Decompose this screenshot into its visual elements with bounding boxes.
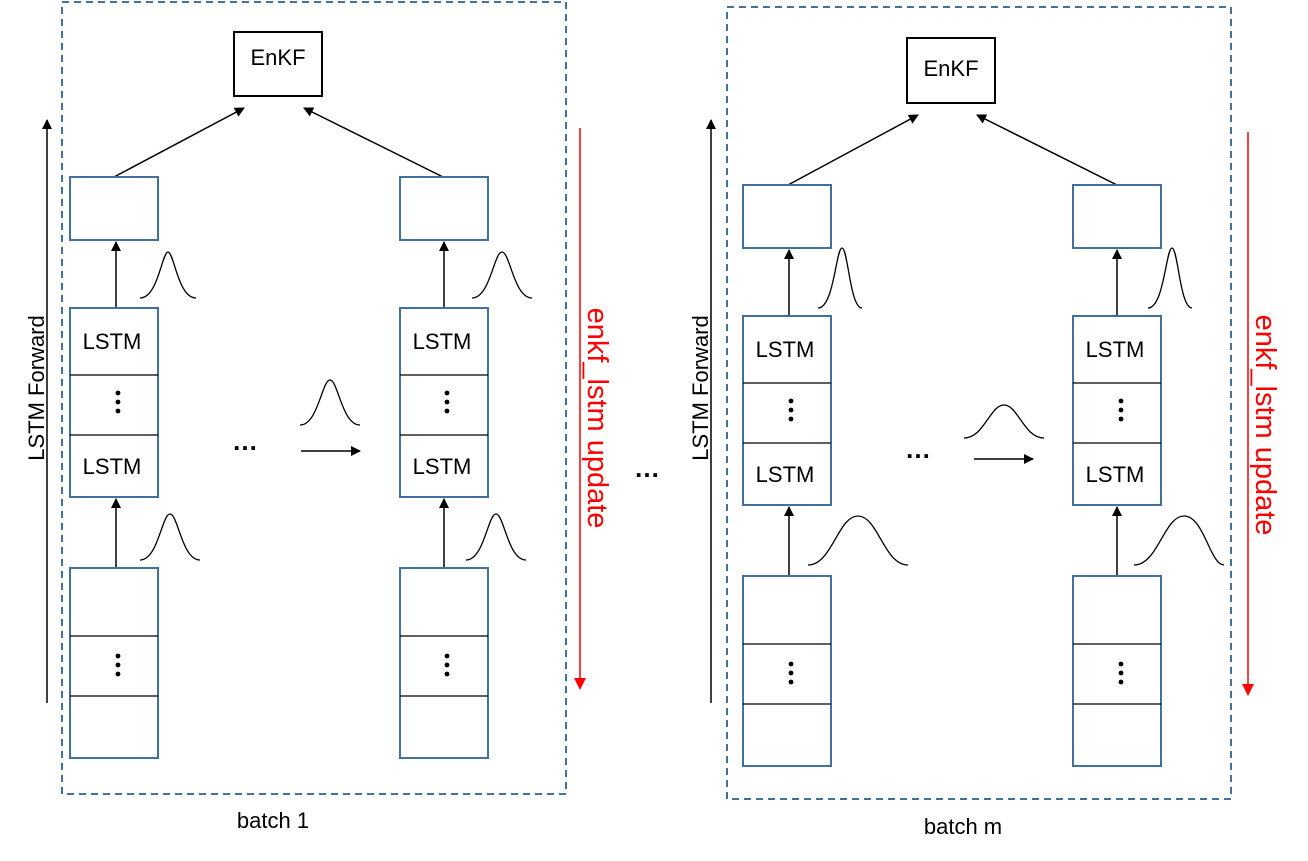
batch-1-panel: EnKF LSTM Forward enkf_lstm update LSTM … [24,1,613,833]
batch-1-right-column: LSTM LSTM [399,176,533,759]
gaussian-icon [1147,247,1193,309]
lstm-bottom-label: LSTM [413,454,472,479]
output-box [399,176,489,241]
batch-m-enkf-label: EnKF [923,56,978,81]
vertical-ellipsis-icon [115,390,121,414]
lstm-top-label: LSTM [413,329,472,354]
gaussian-icon [471,251,533,299]
output-box [69,176,159,241]
lstm-stack [399,307,489,498]
batch-1-enkf-label: EnKF [250,45,305,70]
input-stack [742,575,832,767]
batch-m-horizontal-ellipsis: … [905,434,931,464]
batch-m-arrow-to-enkf-left [787,114,919,186]
gaussian-icon [807,515,909,566]
gaussian-icon [817,247,863,309]
input-stack [399,567,489,759]
gaussian-icon [139,251,197,299]
batch-1-update-label: enkf_lstm update [581,308,613,529]
batch-m-forward-label: LSTM Forward [688,315,713,460]
batch-1-left-column: LSTM LSTM [69,176,201,759]
batch-m-panel: EnKF LSTM Forward enkf_lstm update LSTM … [688,6,1281,839]
batch-m-right-column: LSTM LSTM [1072,184,1225,767]
lstm-stack [1072,315,1162,506]
output-box [1072,184,1162,249]
gaussian-icon [299,379,361,426]
lstm-top-label: LSTM [1086,337,1145,362]
gaussian-icon [1133,515,1225,566]
gaussian-icon [465,513,527,561]
vertical-ellipsis-icon [1118,661,1124,685]
gaussian-icon [139,513,201,561]
lstm-stack [69,307,159,498]
batch-m-enkf-box [906,37,996,104]
batch-1-horizontal-ellipsis: … [232,426,258,456]
lstm-stack [742,315,832,506]
batch-m-left-column: LSTM LSTM [742,184,909,767]
output-box [742,184,832,249]
batch-m-update-label: enkf_lstm update [1249,315,1281,536]
vertical-ellipsis-icon [115,653,121,677]
batch-1-arrow-to-enkf-left [113,107,245,178]
batch-1-enkf-box [233,31,323,97]
input-stack [1072,575,1162,767]
batch-1-boundary [61,1,567,795]
batch-m-boundary [726,6,1232,800]
batch-1-caption: batch 1 [237,808,309,833]
between-batches-ellipsis: … [634,453,660,483]
vertical-ellipsis-icon [788,661,794,685]
lstm-top-label: LSTM [83,329,142,354]
gaussian-icon [963,404,1045,439]
batch-1-forward-label: LSTM Forward [24,315,49,460]
vertical-ellipsis-icon [1118,398,1124,422]
vertical-ellipsis-icon [788,398,794,422]
lstm-top-label: LSTM [756,337,815,362]
batch-1-arrow-to-enkf-right [303,107,444,178]
lstm-bottom-label: LSTM [756,462,815,487]
input-stack [69,567,159,759]
vertical-ellipsis-icon [444,390,450,414]
batch-m-arrow-to-enkf-right [976,114,1118,186]
lstm-bottom-label: LSTM [1086,462,1145,487]
lstm-bottom-label: LSTM [83,454,142,479]
vertical-ellipsis-icon [444,653,450,677]
batch-m-caption: batch m [924,814,1002,839]
